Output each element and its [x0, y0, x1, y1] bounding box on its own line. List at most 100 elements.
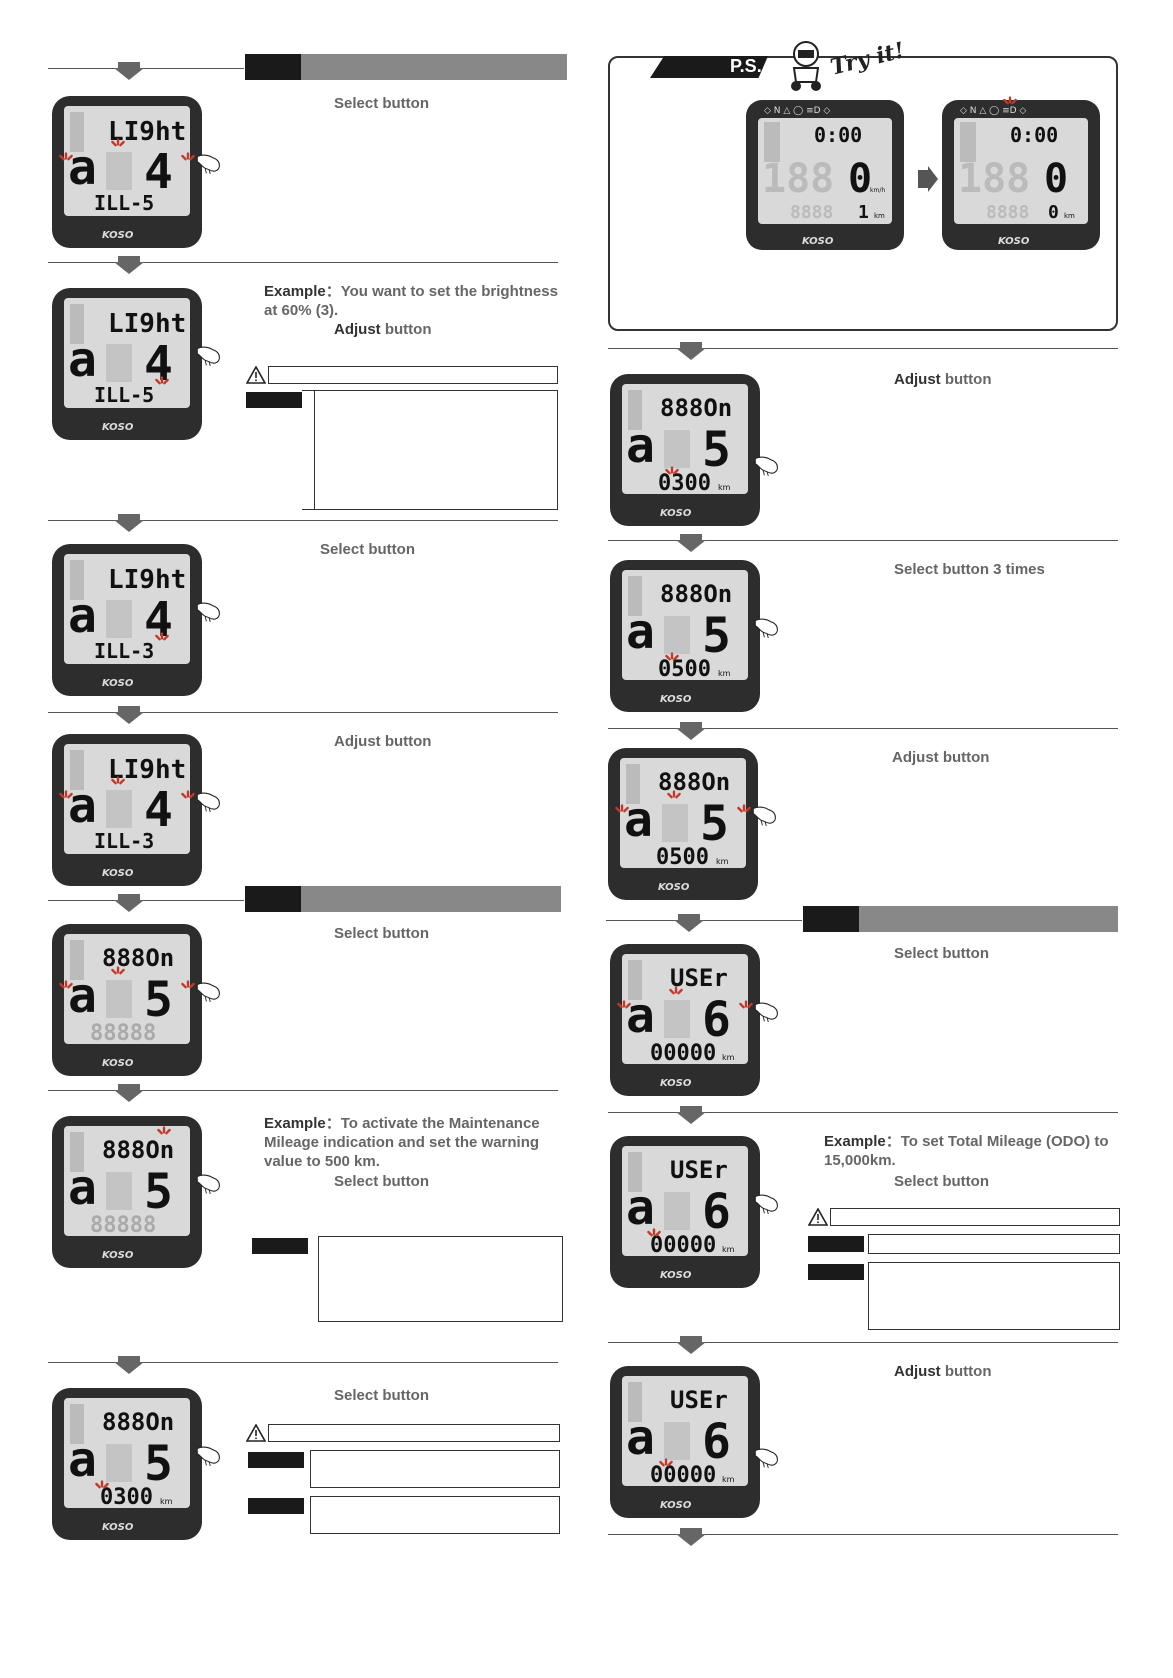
lcd-device: 888On a 5 0300 km KOSO — [610, 374, 778, 526]
lcd-device: LI9ht a 4 ILL-5 KOSO — [52, 288, 220, 440]
lcd-mode: 4 — [144, 782, 173, 838]
svg-text:8888: 8888 — [986, 202, 1029, 223]
svg-text:km: km — [722, 1053, 735, 1062]
ps-clock: 0:00 — [1010, 123, 1058, 147]
lcd-bottom-label: 0300 — [100, 1485, 153, 1510]
ps-speed: 0 — [1044, 156, 1068, 202]
down-arrow-icon — [114, 62, 144, 80]
svg-text:KOSO: KOSO — [660, 1500, 692, 1511]
lcd-mode: 5 — [144, 972, 173, 1028]
lcd-mode: 5 — [144, 1436, 173, 1492]
svg-text:KOSO: KOSO — [802, 236, 834, 247]
svg-text:a: a — [626, 1410, 655, 1466]
lcd-device: LI9ht a 4 ILL-5 KOSO — [52, 96, 220, 248]
down-arrow-icon — [114, 706, 144, 724]
lcd-mode: 5 — [702, 608, 731, 664]
instruction-text: Select button — [334, 1173, 430, 1190]
down-arrow-icon — [674, 914, 704, 932]
instruction-text: Adjust button — [892, 749, 990, 766]
svg-text:KOSO: KOSO — [102, 1058, 134, 1069]
lcd-top-label: 888On — [660, 394, 732, 422]
instruction-text: Select button — [894, 945, 990, 962]
lcd-bottom-label: 0500 — [658, 657, 711, 682]
lcd-top-label: LI9ht — [108, 755, 186, 785]
lcd-bottom-label: 88888 — [90, 1213, 156, 1238]
ps-device-after: ◇ N △ ◯ ≡D ◇ 0:00 188 0 8888 0 km KOSO — [942, 96, 1100, 250]
warning-icon — [246, 366, 266, 384]
note-label — [246, 392, 302, 408]
svg-text:KOSO: KOSO — [102, 1522, 134, 1533]
warning-box — [268, 1424, 560, 1442]
instruction-text: Select button 3 times — [894, 561, 1045, 578]
lcd-top-label: USEr — [670, 1386, 728, 1414]
lcd-bottom-label: 00000 — [650, 1233, 716, 1258]
note-label — [248, 1498, 304, 1514]
note-box — [302, 390, 558, 510]
separator — [608, 1534, 1118, 1535]
warning-icon — [808, 1208, 828, 1226]
down-arrow-icon — [114, 1356, 144, 1374]
note-label — [808, 1236, 864, 1252]
warning-box — [268, 366, 558, 384]
lcd-bottom-label: ILL-5 — [94, 191, 154, 215]
svg-text:KOSO: KOSO — [658, 882, 690, 893]
svg-text:KOSO: KOSO — [102, 422, 134, 433]
lcd-bottom-label: 88888 — [90, 1021, 156, 1046]
note-box — [310, 1450, 560, 1488]
example-text: Example：To set Total Mileage (ODO) to 15… — [824, 1133, 1109, 1169]
svg-text:◇ N △ ◯ ≡D ◇: ◇ N △ ◯ ≡D ◇ — [960, 106, 1026, 116]
lcd-top-label: 888On — [102, 944, 174, 972]
svg-text:a: a — [626, 1180, 655, 1236]
svg-text:KOSO: KOSO — [102, 678, 134, 689]
right-arrow-icon — [918, 166, 938, 192]
ps-label: P.S. — [730, 56, 762, 76]
svg-text:a: a — [626, 988, 655, 1044]
lcd-top-label: 888On — [102, 1408, 174, 1436]
lcd-device: LI9ht a 4 ILL-3 KOSO — [52, 544, 220, 696]
instruction-text: Adjust button — [894, 1363, 992, 1380]
lcd-bottom-label: ILL-5 — [94, 383, 154, 407]
lcd-bottom-label: 00000 — [650, 1463, 716, 1488]
lcd-top-label: LI9ht — [108, 309, 186, 339]
svg-text:a: a — [68, 1432, 97, 1488]
svg-text:KOSO: KOSO — [102, 1250, 134, 1261]
ps-trip: 1 — [858, 202, 869, 223]
lcd-device: 888On a 5 0500 km KOSO — [610, 560, 778, 712]
instruction-text: Select button — [894, 1173, 990, 1190]
svg-text:a: a — [68, 140, 97, 196]
down-arrow-icon — [676, 1528, 706, 1546]
svg-text:a: a — [624, 792, 653, 848]
svg-text:km/h: km/h — [870, 187, 885, 194]
down-arrow-icon — [676, 534, 706, 552]
svg-text:a: a — [626, 418, 655, 474]
instruction-text: Adjust button — [334, 733, 432, 750]
separator — [48, 900, 244, 901]
lcd-top-label: USEr — [670, 1156, 728, 1184]
lcd-bottom-label: 0500 — [656, 845, 709, 870]
instruction-text: Select button — [334, 1387, 430, 1404]
section-header-bar — [245, 886, 561, 912]
lcd-bottom-label: 00000 — [650, 1041, 716, 1066]
lcd-mode: 6 — [702, 992, 731, 1048]
lcd-top-label: 888On — [658, 768, 730, 796]
example-text: Example：To activate the Maintenance Mile… — [264, 1115, 540, 1170]
svg-text:a: a — [68, 332, 97, 388]
svg-text:a: a — [68, 778, 97, 834]
lcd-mode: 4 — [144, 144, 173, 200]
lcd-top-label: LI9ht — [108, 117, 186, 147]
svg-text:KOSO: KOSO — [102, 868, 134, 879]
warning-box — [830, 1208, 1120, 1226]
down-arrow-icon — [676, 722, 706, 740]
section-header-bar — [245, 54, 567, 80]
svg-text:a: a — [68, 968, 97, 1024]
lcd-device: 888On a 5 0300 km KOSO — [52, 1388, 220, 1540]
lcd-device: 888On a 5 88888 KOSO — [52, 924, 220, 1076]
lcd-device: USEr a 6 00000 km KOSO — [610, 1136, 778, 1288]
warning-icon — [246, 1424, 266, 1442]
down-arrow-icon — [676, 342, 706, 360]
svg-text:km: km — [722, 1245, 735, 1254]
separator — [48, 1362, 558, 1363]
lcd-device: 888On a 5 88888 KOSO — [52, 1116, 220, 1268]
down-arrow-icon — [114, 894, 144, 912]
lcd-mode: 5 — [700, 796, 729, 852]
